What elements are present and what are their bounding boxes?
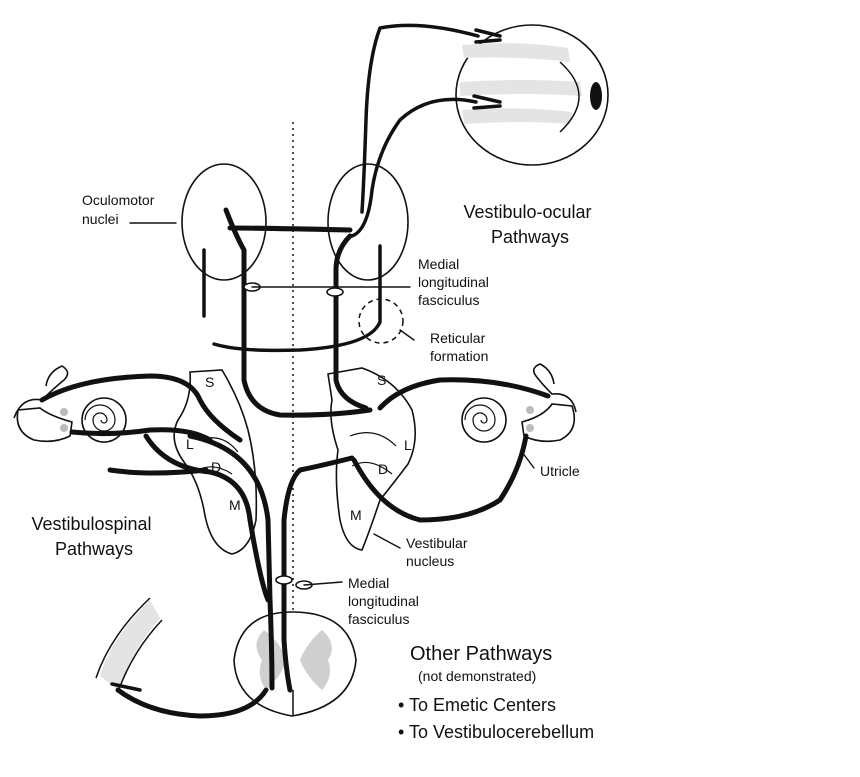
vo-line-1: Vestibulo-ocular [463,202,591,222]
right-letter-l: L [404,437,412,453]
label-mlf-top: Medial longitudinal fasciculus [418,256,493,308]
mlf-top-line-3: fasciculus [418,292,479,308]
label-other-pathways-note: (not demonstrated) [418,668,536,684]
spinal-cord-section [233,611,357,717]
leader-lines [129,222,535,586]
right-letter-s: S [377,372,386,388]
label-utricle: Utricle [540,463,580,479]
label-reticular-formation: Reticular formation [430,330,489,364]
vs-line-2: Pathways [55,539,133,559]
left-letter-d: D [211,459,221,475]
vn-line-2: nucleus [406,553,454,569]
right-letter-d: D [378,461,388,477]
eye [455,24,609,166]
mlf-bottom-line-3: fasciculus [348,611,409,627]
mlf-bottom-line-2: longitudinal [348,593,419,609]
mlf-markers [243,282,344,590]
left-letter-m: M [229,497,241,513]
left-letter-s: S [205,374,214,390]
nucleus-letters-left: S L D M [186,374,241,513]
oculomotor-line-1: Oculomotor [82,192,155,208]
vo-line-2: Pathways [491,227,569,247]
right-letter-m: M [350,507,362,523]
label-other-pathways-item-2: • To Vestibulocerebellum [398,722,594,742]
mlf-bottom-line-1: Medial [348,575,389,591]
inner-ear-right [461,363,577,443]
label-vestibulo-ocular: Vestibulo-ocular Pathways [463,202,596,247]
left-letter-l: L [186,436,194,452]
label-other-pathways-title: Other Pathways [410,643,552,665]
vestibular-nucleus-left [173,369,258,555]
vn-line-1: Vestibular [406,535,468,551]
label-vestibular-nucleus: Vestibular nucleus [406,535,471,569]
oculomotor-line-2: nuclei [82,211,119,227]
label-other-pathways-item-1: • To Emetic Centers [398,695,556,715]
pathway-lines [39,23,551,719]
oculomotor-nucleus-right [327,163,409,281]
muscle [95,597,163,693]
reticular-line-1: Reticular [430,330,486,346]
label-mlf-bottom: Medial longitudinal fasciculus [348,575,423,627]
mlf-top-line-2: longitudinal [418,274,489,290]
eye-muscle-endings [472,28,502,110]
label-oculomotor-nuclei: Oculomotor nuclei [82,192,158,227]
vs-line-1: Vestibulospinal [31,514,151,534]
mlf-top-line-1: Medial [418,256,459,272]
oculomotor-nucleus-left [181,163,267,281]
reticular-line-2: formation [430,348,488,364]
label-vestibulospinal: Vestibulospinal Pathways [31,514,156,559]
nucleus-letters-right: S L D M [350,372,412,523]
